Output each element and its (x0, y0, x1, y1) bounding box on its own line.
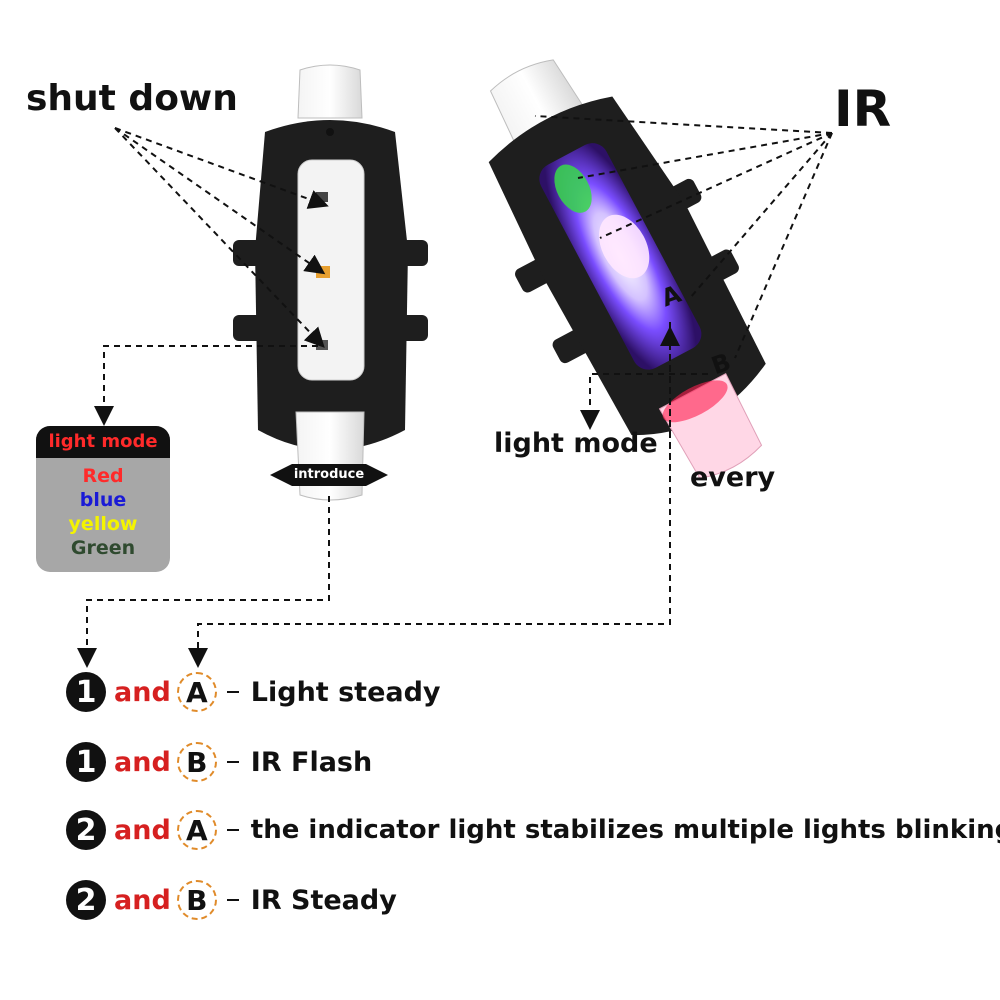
and-label: and (114, 746, 171, 778)
letter-badge: B (176, 880, 217, 920)
light-mode-box: light mode Red blue yellow Green (36, 426, 170, 572)
letter-badge: A (176, 672, 217, 712)
mode-item-yellow: yellow (68, 513, 138, 535)
every-label: every (690, 462, 776, 493)
light-mode-connector (94, 345, 318, 426)
introduce-label: introduce (292, 464, 366, 486)
instruction-row: 2 and B IR Steady (66, 878, 397, 922)
instruction-text: the indicator light stabilizes multiple … (250, 815, 1000, 845)
letter-badge: B (176, 742, 217, 782)
instruction-text: IR Steady (250, 884, 397, 916)
number-badge: 1 (66, 742, 106, 782)
left-tail-light (233, 64, 428, 501)
number-badge: 1 (66, 672, 106, 712)
dash-divider (226, 899, 239, 901)
ir-leaders (534, 115, 833, 359)
button-one-connector (77, 496, 330, 668)
instruction-row: 2 and A the indicator light stabilizes m… (66, 808, 1000, 852)
dash-divider (226, 691, 239, 693)
and-label: and (114, 814, 171, 846)
number-badge: 2 (66, 810, 106, 850)
instruction-row: 1 and A Light steady (66, 670, 441, 714)
light-mode-label: light mode (494, 428, 658, 459)
light-mode-box-title: light mode (36, 426, 170, 458)
right-tail-light (488, 59, 766, 479)
number-badge: 2 (66, 880, 106, 920)
ir-label: IR (834, 80, 892, 138)
shut-down-label: shut down (26, 78, 238, 119)
dash-divider (226, 829, 239, 831)
instruction-text: IR Flash (250, 746, 373, 778)
shut-down-leaders (114, 127, 329, 348)
and-label: and (114, 884, 171, 916)
and-label: and (114, 676, 171, 708)
instruction-text: Light steady (250, 676, 441, 708)
dash-divider (226, 761, 239, 763)
introduce-arrow: introduce (270, 464, 388, 486)
button-a-connector (188, 322, 680, 668)
mode-item-red: Red (82, 465, 124, 487)
mode-item-green: Green (70, 537, 136, 559)
letter-badge: A (176, 810, 217, 850)
mode-item-blue: blue (79, 489, 127, 511)
instruction-row: 1 and B IR Flash (66, 740, 372, 784)
